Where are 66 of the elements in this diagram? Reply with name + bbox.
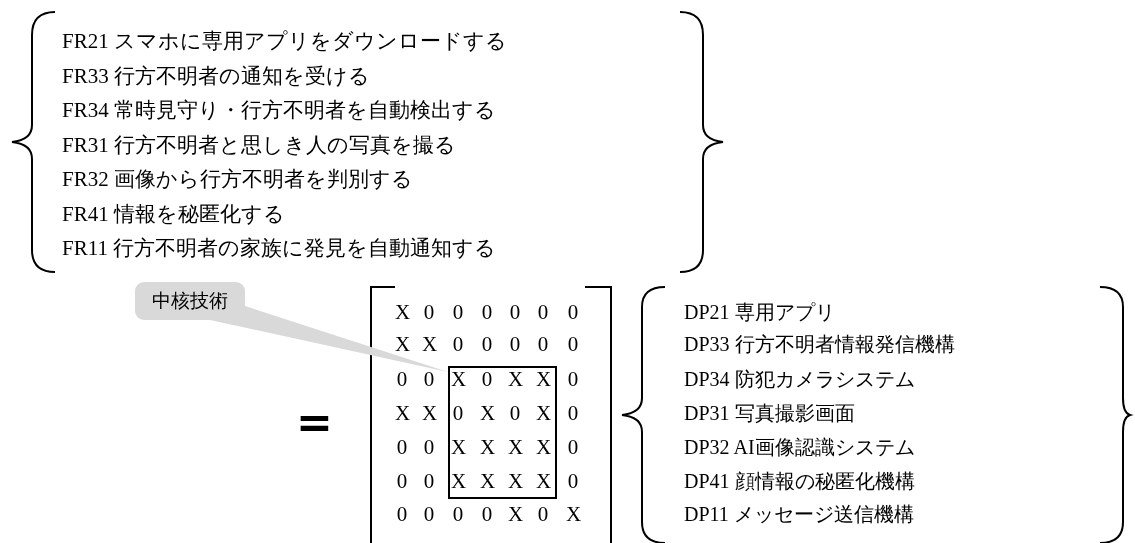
- matrix-entry: 0: [536, 504, 550, 525]
- matrix-entry: 0: [451, 504, 465, 525]
- matrix-entry: 0: [508, 403, 522, 424]
- design-parameter-text: DP11 メッセージ送信機構: [684, 504, 914, 524]
- matrix-entry: 0: [566, 403, 580, 424]
- matrix-entry: X: [536, 369, 550, 390]
- matrix-entry: 0: [566, 471, 580, 492]
- design-parameter-text: DP34 防犯カメラシステム: [684, 369, 915, 389]
- matrix-entry: X: [508, 471, 522, 492]
- requirement-text: FR41 情報を秘匿化する: [62, 203, 285, 225]
- requirement-text: FR33 行方不明者の通知を受ける: [62, 65, 370, 87]
- matrix-entry: X: [395, 334, 409, 355]
- matrix-entry: X: [536, 437, 550, 458]
- matrix-entry: 0: [566, 302, 580, 323]
- matrix-entry: 0: [422, 369, 436, 390]
- matrix-entry: 0: [566, 369, 580, 390]
- matrix-entry: X: [451, 437, 465, 458]
- matrix-entry: X: [536, 471, 550, 492]
- matrix-entry: 0: [451, 403, 465, 424]
- matrix-entry: 0: [395, 504, 409, 525]
- matrix-entry: X: [480, 471, 494, 492]
- matrix-entry: X: [480, 437, 494, 458]
- matrix-entry: X: [422, 334, 436, 355]
- matrix-entry: 0: [508, 302, 522, 323]
- matrix-entry: 0: [451, 334, 465, 355]
- matrix-entry: 0: [422, 504, 436, 525]
- requirement-text: FR11 行方不明者の家族に発見を自動通知する: [62, 238, 497, 259]
- highlight-box: [448, 366, 557, 499]
- design-parameter-text: DP31 写真撮影画面: [684, 403, 855, 423]
- matrix-entry: X: [451, 471, 465, 492]
- matrix-entry: 0: [480, 302, 494, 323]
- matrix-entry: 0: [395, 369, 409, 390]
- matrix-entry: 0: [480, 504, 494, 525]
- matrix-entry: 0: [566, 437, 580, 458]
- matrix-entry: X: [451, 369, 465, 390]
- matrix-entry: X: [508, 437, 522, 458]
- design-parameter-text: DP41 顔情報の秘匿化機構: [684, 471, 915, 491]
- requirement-text: FR32 画像から行方不明者を判別する: [62, 169, 413, 190]
- requirement-text: FR31 行方不明者と思しき人の写真を撮る: [62, 134, 456, 156]
- matrix-entry: X: [395, 403, 409, 424]
- matrix-entry: 0: [395, 437, 409, 458]
- design-parameter-text: DP33 行方不明者情報発信機構: [684, 334, 955, 354]
- matrix-entry: X: [395, 302, 409, 323]
- matrix-entry: X: [536, 403, 550, 424]
- design-parameter-text: DP21 専用アプリ: [684, 302, 835, 322]
- matrix-entry: 0: [451, 302, 465, 323]
- matrix-entry: 0: [566, 334, 580, 355]
- callout-box: 中核技術: [135, 282, 245, 320]
- matrix-entry: 0: [395, 471, 409, 492]
- matrix-entry: X: [508, 504, 522, 525]
- matrix-entry: 0: [536, 302, 550, 323]
- matrix-entry: 0: [508, 334, 522, 355]
- matrix-entry: X: [508, 369, 522, 390]
- matrix-entry: X: [422, 403, 436, 424]
- requirement-text: FR21 スマホに専用アプリをダウンロードする: [62, 31, 507, 52]
- matrix-entry: 0: [536, 334, 550, 355]
- matrix-entry: 0: [422, 302, 436, 323]
- matrix-entry: 0: [422, 437, 436, 458]
- matrix-entry: 0: [422, 471, 436, 492]
- requirement-text: FR34 常時見守り・行方不明者を自動検出する: [62, 100, 496, 121]
- matrix-entry: X: [566, 504, 580, 525]
- matrix-entry: 0: [480, 334, 494, 355]
- equals-sign: =: [296, 400, 333, 444]
- design-parameter-text: DP32 AI画像認識システム: [684, 437, 915, 457]
- matrix-entry: 0: [480, 369, 494, 390]
- matrix-entry: X: [480, 403, 494, 424]
